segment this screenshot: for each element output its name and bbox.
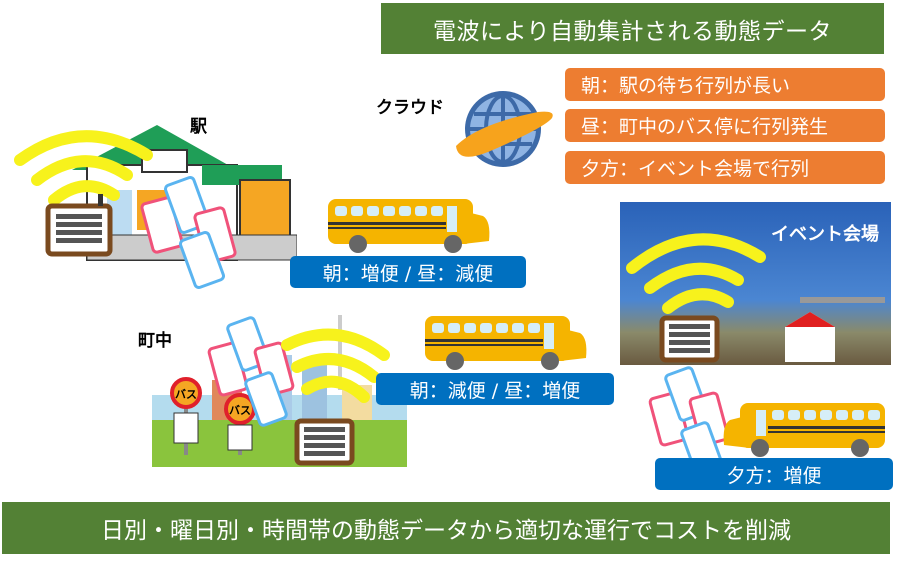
event-bus-schedule: 夕方：増便 (655, 458, 893, 490)
header-banner: 電波により自動集計される動態データ (381, 3, 884, 54)
town-bus-schedule: 朝：減便 / 昼：増便 (376, 373, 614, 405)
observation-morning: 朝：駅の待ち行列が長い (565, 68, 885, 101)
cloud-label: クラウド (376, 98, 444, 118)
town-illustration: バス バス (152, 315, 407, 467)
summary-banner: 日別・曜日別・時間帯の動態データから適切な運行でコストを削減 (2, 502, 890, 554)
bus-stop-sign: バス (175, 388, 197, 401)
event-venue-photo: イベント会場 (620, 202, 891, 365)
station-label: 駅 (190, 117, 207, 137)
bus-stop-sign: バス (229, 404, 251, 417)
bus-icon (328, 199, 490, 253)
bus-icon (425, 316, 587, 370)
station-bus-schedule: 朝：増便 / 昼：減便 (290, 256, 526, 288)
globe-icon (456, 91, 553, 167)
observation-evening: 夕方：イベント会場で行列 (565, 151, 885, 184)
event-label: イベント会場 (771, 224, 879, 245)
observation-noon: 昼：町中のバス停に行列発生 (565, 109, 885, 142)
town-label: 町中 (138, 331, 172, 351)
station-illustration (14, 125, 297, 289)
bus-icon (723, 403, 885, 457)
